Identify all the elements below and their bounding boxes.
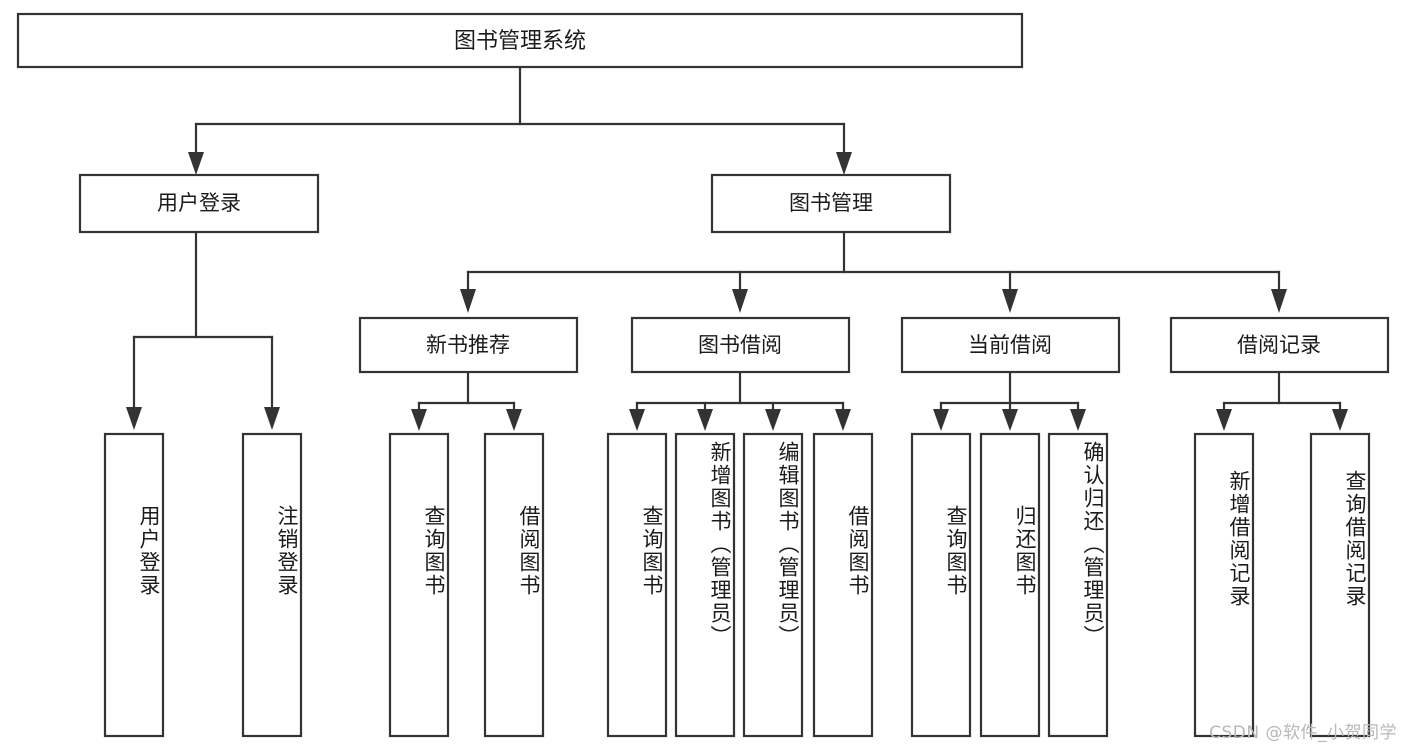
node-new-book-rec-label: 新书推荐 — [426, 333, 510, 357]
node-leaf-query-record[interactable] — [1309, 432, 1371, 738]
arrowhead-leaf-user-login — [126, 407, 142, 430]
node-borrow-record[interactable] — [1169, 316, 1390, 374]
arrowhead-book-borrow — [732, 289, 748, 313]
node-leaf-borrow-book-2[interactable] — [812, 432, 874, 738]
arrowhead-book-manage — [836, 152, 852, 175]
arrowhead-leaf-query-book-2 — [629, 409, 645, 431]
arrowhead-leaf-confirm-return — [1070, 409, 1086, 431]
node-leaf-borrow-book-1[interactable] — [483, 432, 545, 738]
node-book-manage[interactable] — [710, 173, 952, 234]
node-leaf-query-book-2[interactable] — [606, 432, 668, 738]
arrowhead-borrow-record — [1271, 289, 1287, 313]
arrowhead-user-login — [188, 152, 204, 175]
node-book-borrow[interactable] — [630, 316, 851, 374]
node-book-borrow-label: 图书借阅 — [698, 333, 782, 357]
arrowhead-leaf-query-record — [1332, 409, 1348, 431]
node-leaf-user-logout[interactable] — [241, 432, 303, 738]
arrowhead-leaf-query-book-1 — [411, 409, 427, 431]
node-leaf-edit-book[interactable] — [742, 432, 804, 738]
node-new-book-rec[interactable] — [358, 316, 579, 374]
arrowhead-current-borrow — [1002, 289, 1018, 313]
arrowhead-leaf-add-book — [697, 409, 713, 431]
arrowhead-new-book-rec — [460, 289, 476, 313]
node-user-login[interactable] — [78, 173, 320, 234]
node-current-borrow[interactable] — [900, 316, 1121, 374]
arrowhead-leaf-return-book — [1002, 409, 1018, 431]
node-leaf-query-book-3[interactable] — [910, 432, 972, 738]
node-root-label: 图书管理系统 — [454, 29, 586, 54]
node-leaf-add-book[interactable] — [674, 432, 736, 738]
node-root[interactable] — [16, 12, 1024, 69]
node-leaf-add-record[interactable] — [1193, 432, 1255, 738]
arrowhead-leaf-borrow-book-1 — [506, 409, 522, 431]
arrowhead-leaf-borrow-book-2 — [835, 409, 851, 431]
arrowhead-leaf-edit-book — [765, 409, 781, 431]
node-current-borrow-label: 当前借阅 — [968, 333, 1052, 357]
arrowhead-leaf-add-record — [1216, 409, 1232, 431]
node-borrow-record-label: 借阅记录 — [1237, 333, 1321, 357]
arrowhead-leaf-user-logout — [264, 407, 280, 430]
node-leaf-return-book[interactable] — [979, 432, 1041, 738]
node-layer: 图书管理系统 用户登录 图书管理 新书推荐 图书借阅 当前借阅 借阅记录 — [16, 12, 1390, 738]
node-leaf-query-book-1[interactable] — [388, 432, 450, 738]
node-user-login-label: 用户登录 — [157, 191, 241, 215]
arrowhead-leaf-query-book-3 — [933, 409, 949, 431]
watermark-text: CSDN @软件_小贺同学 — [1209, 723, 1397, 743]
node-book-manage-label: 图书管理 — [789, 191, 873, 215]
node-leaf-confirm-return[interactable] — [1047, 432, 1109, 738]
connector-layer — [126, 65, 1348, 431]
node-leaf-user-login[interactable] — [103, 432, 165, 738]
